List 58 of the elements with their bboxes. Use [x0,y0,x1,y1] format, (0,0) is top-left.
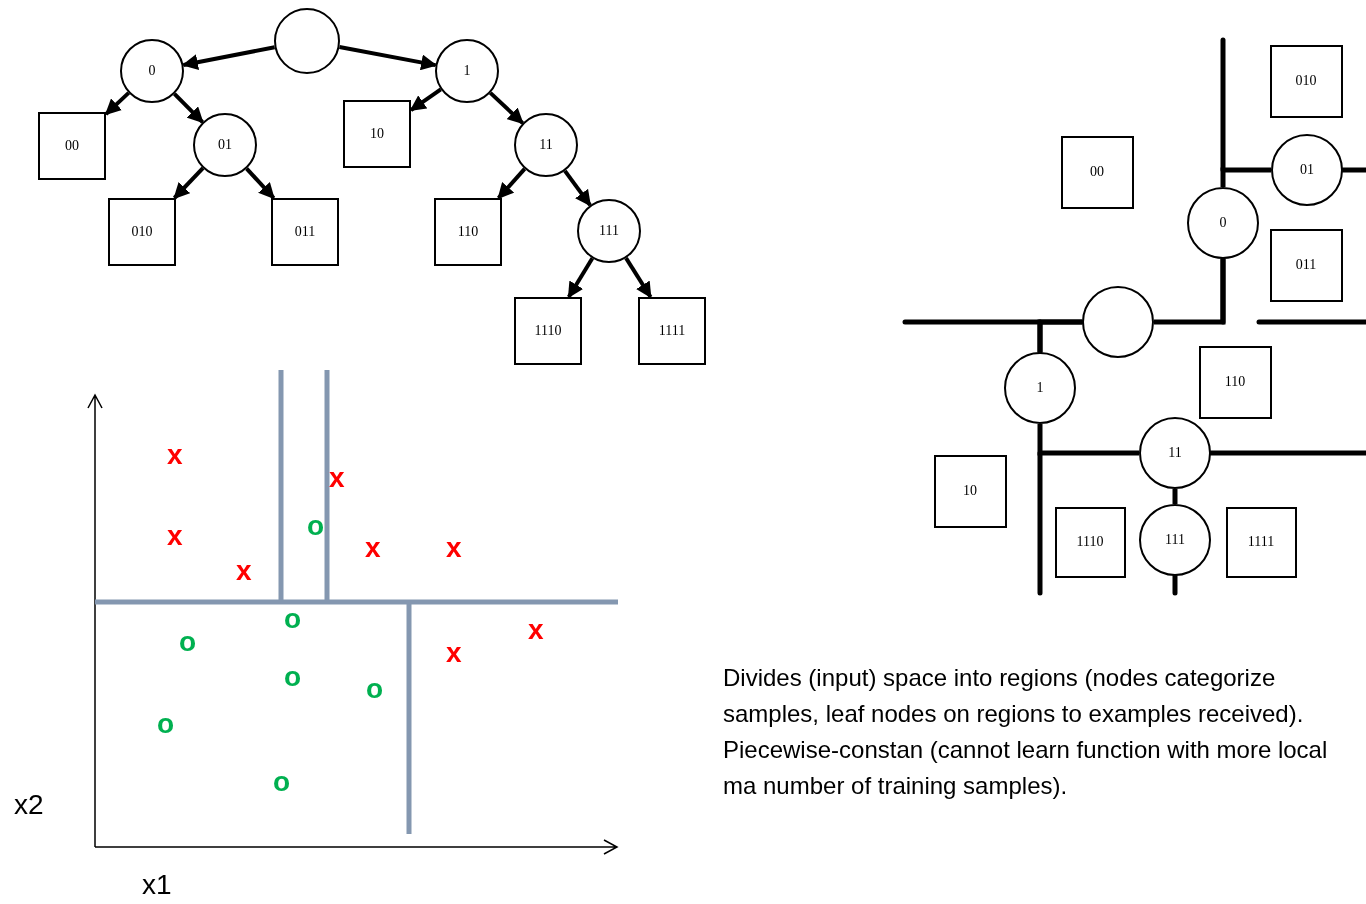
arrow [173,92,204,124]
arrow [173,166,205,200]
class-o-mark: o [307,512,325,540]
class-o-mark: o [284,663,302,691]
leaf-node-box: 011 [1269,228,1343,302]
leaf-node-box: 00 [38,112,106,180]
arrow [489,91,524,125]
leaf-node-box: 1111 [1225,506,1297,578]
split-node-circle: 111 [1139,504,1211,576]
class-x-mark: x [167,522,183,550]
axis-label: x1 [142,869,172,901]
leaf-node-box: 10 [343,100,411,168]
connector-line [1037,424,1139,456]
leaf-node-box: 1110 [1054,506,1126,578]
leaf-node-box: 011 [271,198,339,266]
arrow [181,45,275,71]
split-node-circle: 11 [1139,417,1211,489]
leaf-node-box: 010 [1269,44,1343,118]
class-o-mark: o [157,710,175,738]
connector-line [1220,167,1271,187]
leaf-node-box: 1111 [638,297,706,365]
leaf-node-box: 110 [434,198,502,266]
split-node-circle: 01 [1271,134,1343,206]
class-x-mark: x [167,441,183,469]
connector-line [1154,259,1226,325]
leaf-node-box: 10 [933,454,1007,528]
class-o-mark: o [284,605,302,633]
class-x-mark: x [528,616,544,644]
class-x-mark: x [446,534,462,562]
arrow [104,91,131,116]
split-node-circle: 0 [1187,187,1259,259]
arrow [624,257,653,299]
split-node-circle: 11 [514,113,578,177]
arrow [245,167,276,200]
class-x-mark: x [446,639,462,667]
axis-label: x2 [14,789,44,821]
leaf-node-box: 110 [1198,345,1272,419]
description-text: Divides (input) space into regions (nodes categorize samples, leaf nodes on regions to examples received). Piecewise-constan (cannot learn function with more local ma number of training samples). [723,663,1329,801]
leaf-node-box: 010 [108,198,176,266]
split-node-circle: 01 [193,113,257,177]
arrow [567,257,595,299]
arrow [497,167,527,200]
class-o-mark: o [273,768,291,796]
split-node-circle: 0 [120,39,184,103]
class-x-mark: x [329,464,345,492]
arrow [339,45,438,71]
connector-line [1172,489,1178,504]
class-x-mark: x [365,534,381,562]
leaf-node-box: 1110 [514,297,582,365]
class-x-mark: x [236,557,252,585]
split-node-circle: 1 [1004,352,1076,424]
split-node-circle: 111 [577,199,641,263]
class-o-mark: o [366,675,384,703]
connector-line [1037,319,1082,352]
class-o-mark: o [179,628,197,656]
leaf-node-box: 00 [1060,135,1134,209]
split-node-circle: 1 [435,39,499,103]
arrow [563,169,592,207]
